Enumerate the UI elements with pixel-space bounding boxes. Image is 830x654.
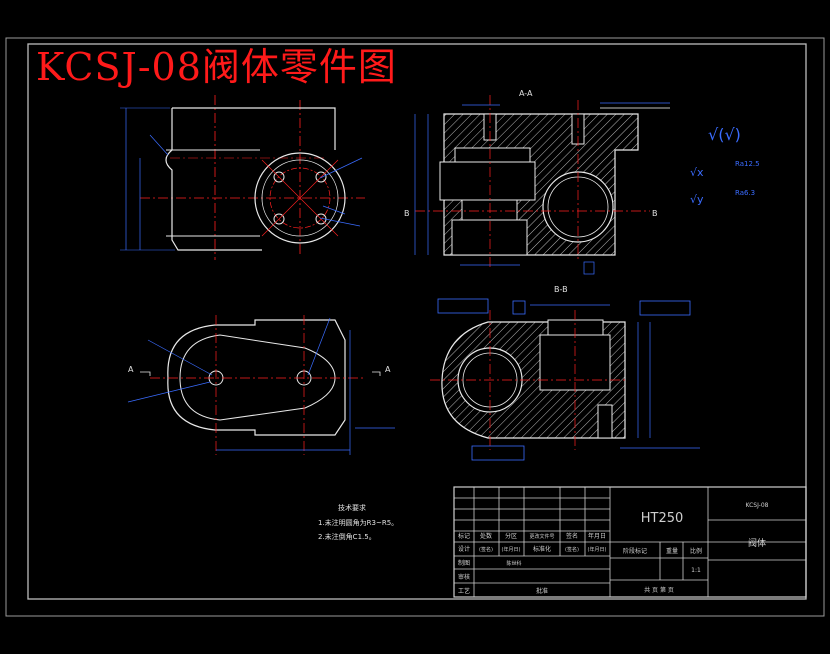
section-arrow-b-left: B	[404, 209, 410, 218]
scale-label: 比例	[690, 547, 702, 555]
row-design-3: 标准化	[533, 545, 551, 553]
tech-req-line-1: 1.未注明圆角为R3~R5。	[318, 518, 398, 527]
row-header-4: 签名	[566, 532, 578, 540]
label-approve: 批准	[536, 587, 548, 595]
inner-frame	[27, 43, 807, 600]
drawing-number: KCSJ-08	[746, 502, 769, 509]
row-header-2: 分区	[505, 532, 517, 540]
view-arrow-a-right: A	[385, 365, 391, 374]
section-label-bottom: B-B	[554, 285, 568, 294]
row-design-4: (签名)	[565, 546, 579, 553]
tech-req-heading: 技术要求	[338, 503, 366, 512]
label-review: 审核	[458, 573, 470, 581]
row-design-5: (年月日)	[588, 546, 607, 553]
row-design-2: (年月日)	[502, 546, 521, 553]
section-b-b	[430, 298, 700, 461]
title-block-text: HT250 KCSJ-08 阀体 阶段标记 重量 比例 1:1 共 页 第 页 …	[458, 502, 769, 595]
row-header-0: 标记	[458, 532, 470, 540]
section-label-top: A-A	[519, 89, 533, 98]
part-name: 阀体	[748, 537, 766, 549]
roughness-x-value: Ra12.5	[735, 160, 760, 168]
section-arrow-b-right: B	[652, 209, 658, 218]
roughness-symbol: √(√)	[708, 125, 741, 144]
row-header-5: 年月日	[588, 532, 606, 540]
label-process: 工艺	[458, 587, 470, 595]
draw-name: 陈世科	[506, 560, 521, 567]
row-design-0: 设计	[458, 545, 470, 553]
roughness-y-value: Ra6.3	[735, 189, 755, 197]
title-block	[453, 486, 807, 598]
outer-frame	[5, 37, 825, 617]
label-draw: 制图	[458, 559, 470, 567]
weight-label: 重量	[666, 547, 678, 555]
technical-requirements: 技术要求 1.未注明圆角为R3~R5。 2.未注倒角C1.5。	[318, 503, 398, 541]
roughness-y: √y	[690, 193, 704, 206]
tech-req-line-2: 2.未注倒角C1.5。	[318, 532, 376, 541]
scale-value: 1:1	[691, 567, 701, 574]
row-header-1: 处数	[480, 532, 492, 540]
view-arrow-a-left: A	[128, 365, 134, 374]
roughness-x: √x	[690, 166, 704, 179]
sheet-count: 共 页 第 页	[644, 586, 674, 594]
stage-mark: 阶段标记	[623, 547, 647, 555]
row-design-1: (签名)	[479, 546, 493, 553]
roughness-formula: √(√) √x Ra12.5 √y Ra6.3	[690, 125, 760, 206]
top-view: A A	[127, 315, 395, 455]
material-label: HT250	[641, 511, 684, 526]
row-header-3: 更改文件号	[529, 533, 554, 540]
drawing-title: KCSJ-08阀体零件图	[36, 45, 397, 89]
front-view	[120, 95, 365, 260]
section-a-a: A-A B B B-B	[404, 89, 670, 294]
